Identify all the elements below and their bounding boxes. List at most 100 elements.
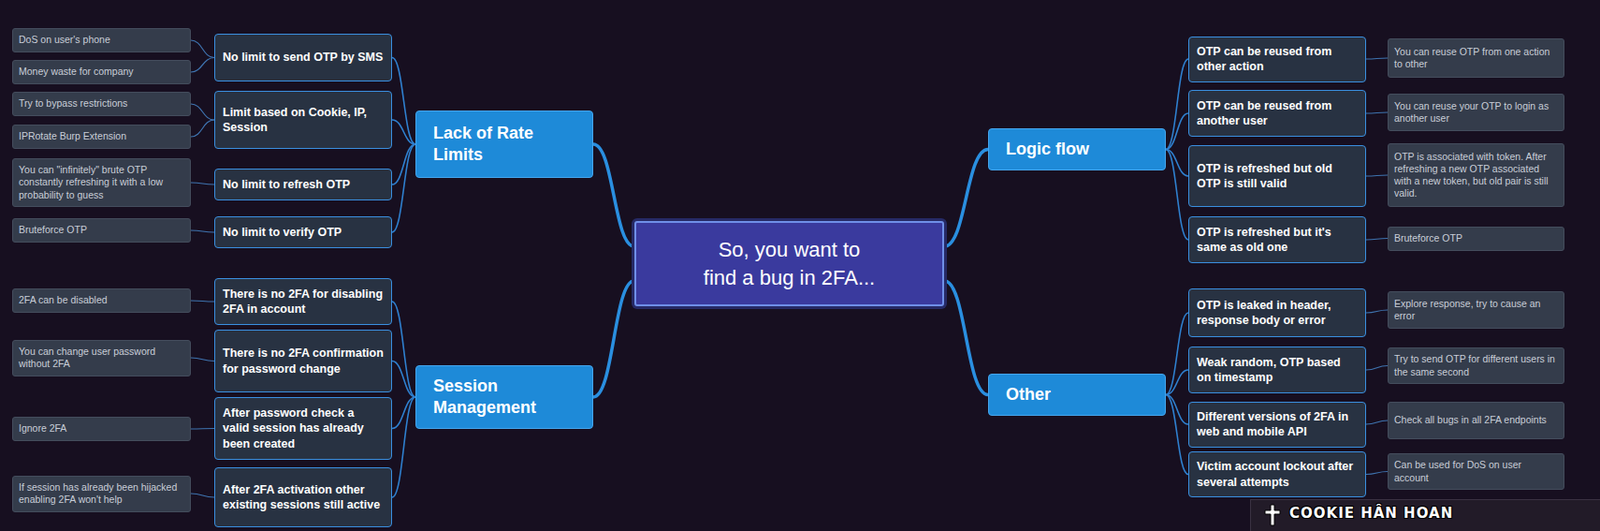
sub-text: There is no 2FA for disabling 2FA in acc… [222,286,384,318]
sub-text: Weak random, OTP based on timestamp [1196,354,1358,386]
branch-connector [190,230,215,233]
branch-connector [190,427,215,430]
leaf-box: You can reuse your OTP to login as anoth… [1387,93,1565,131]
branch-connector [1366,365,1388,371]
sub-box: There is no 2FA for disabling 2FA in acc… [214,277,393,325]
leaf-text: Explore response, try to cause an error [1394,297,1558,322]
branch-box: Logic flow [988,128,1166,171]
sub-text: OTP can be reused from another user [1196,98,1358,130]
leaf-text: DoS on user's phone [18,33,185,46]
cross-shape [1265,504,1280,525]
leaf-box: You can reuse OTP from one action to oth… [1387,38,1565,78]
leaf-text: You can change user password without 2FA [18,345,185,370]
branch-connector [1366,238,1388,241]
branch-connector [190,58,215,73]
branch-connector [392,301,416,397]
leaf-text: You can reuse your OTP to login as anoth… [1394,100,1558,125]
leaf-text: IPRotate Burp Extension [18,130,185,143]
branch-text: Lack of Rate Limits [433,122,576,167]
branch-connector [1165,113,1189,150]
leaf-box: OTP is associated with token. After refr… [1387,143,1565,207]
leaf-text: Bruteforce OTP [18,223,185,236]
sub-box: No limit to send OTP by SMS [214,33,393,82]
sub-text: No limit to refresh OTP [222,176,384,192]
leaf-box: If session has already been hijacked ena… [12,475,191,512]
sub-box: Different versions of 2FA in web and mob… [1188,401,1367,448]
leaf-box: Money waste for company [12,59,191,85]
branch-connector [190,357,215,362]
sub-box: OTP can be reused from another user [1188,89,1367,137]
sub-text: After password check a valid session has… [222,405,384,451]
branch-connector [190,103,215,120]
leaf-box: Ignore 2FA [12,416,191,441]
sub-text: Limit based on Cookie, IP, Session [222,104,384,136]
leaf-text: 2FA can be disabled [18,293,185,306]
branch-connector [392,144,416,185]
sub-box: Limit based on Cookie, IP, Session [214,90,393,149]
leaf-text: Money waste for company [18,65,185,78]
branch-connector [190,119,215,137]
leaf-text: Ignore 2FA [18,421,185,435]
sub-text: Victim account lockout after several att… [1196,458,1358,490]
center-box: So, you want to find a bug in 2FA... [634,220,945,306]
leaf-text: Can be used for DoS on user account [1394,458,1558,483]
branch-connector [190,493,215,497]
watermark-text: COOKIE HÂN HOAN [1289,504,1454,522]
sub-text: OTP is leaked in header, response body o… [1196,297,1358,329]
leaf-text: You can reuse OTP from one action to oth… [1394,45,1558,71]
branch-text: Logic flow [1005,138,1149,160]
leaf-box: Try to bypass restrictions [12,91,191,117]
sub-box: OTP is refreshed but it's same as old on… [1188,216,1367,263]
branch-connector [392,144,416,233]
branch-connector [392,396,416,497]
branch-text: Session Management [433,375,576,420]
leaf-text: If session has already been hijacked ena… [18,480,185,506]
sub-box: Weak random, OTP based on timestamp [1188,346,1367,393]
sub-box: After password check a valid session has… [214,396,393,460]
branch-connector [392,119,416,145]
sub-text: There is no 2FA confirmation for passwor… [222,345,384,377]
sub-text: After 2FA activation other existing sess… [222,481,384,513]
leaf-text: Bruteforce OTP [1394,232,1558,245]
branch-connector [392,58,416,146]
branch-box: Lack of Rate Limits [415,110,594,178]
branch-text: Other [1005,383,1149,406]
branch-connector [593,280,635,397]
sub-text: No limit to verify OTP [222,224,384,240]
sub-box: After 2FA activation other existing sess… [214,466,393,527]
branch-connector [1366,471,1388,475]
branch-box: Other [988,373,1166,416]
leaf-box: IPRotate Burp Extension [12,124,191,149]
branch-connector [190,182,215,185]
leaf-box: Try to send OTP for different users in t… [1387,347,1565,384]
branch-box: Session Management [415,364,594,429]
branch-connector [1366,58,1388,59]
branch-connector [944,149,989,248]
leaf-box: Bruteforce OTP [12,218,191,243]
sub-box: OTP is refreshed but old OTP is still va… [1188,145,1367,207]
leaf-text: OTP is associated with token. After refr… [1394,150,1558,201]
sub-text: OTP can be reused from other action [1196,43,1358,75]
sub-box: No limit to verify OTP [214,216,393,248]
branch-connector [593,144,635,247]
branch-connector [1165,394,1189,475]
leaf-box: Can be used for DoS on user account [1387,452,1565,490]
leaf-text: Try to bypass restrictions [18,97,185,110]
branch-connector [1165,149,1189,241]
sub-text: Different versions of 2FA in web and mob… [1196,408,1358,440]
leaf-box: 2FA can be disabled [12,288,191,313]
branch-connector [190,300,215,302]
branch-connector [1366,112,1388,114]
branch-connector [944,280,989,395]
sub-box: OTP is leaked in header, response body o… [1188,288,1367,337]
leaf-text: You can "infinitely" brute OTP constantl… [18,163,185,201]
leaf-text: Try to send OTP for different users in t… [1394,352,1558,378]
branch-connector [1165,394,1189,425]
branch-connector [392,361,416,398]
leaf-box: Check all bugs in all 2FA endpoints [1387,401,1565,439]
leaf-box: You can "infinitely" brute OTP constantl… [12,158,191,207]
branch-connector [1165,369,1189,395]
sub-box: There is no 2FA confirmation for passwor… [214,329,393,393]
sub-box: Victim account lockout after several att… [1188,450,1367,497]
leaf-box: Bruteforce OTP [1387,226,1565,251]
